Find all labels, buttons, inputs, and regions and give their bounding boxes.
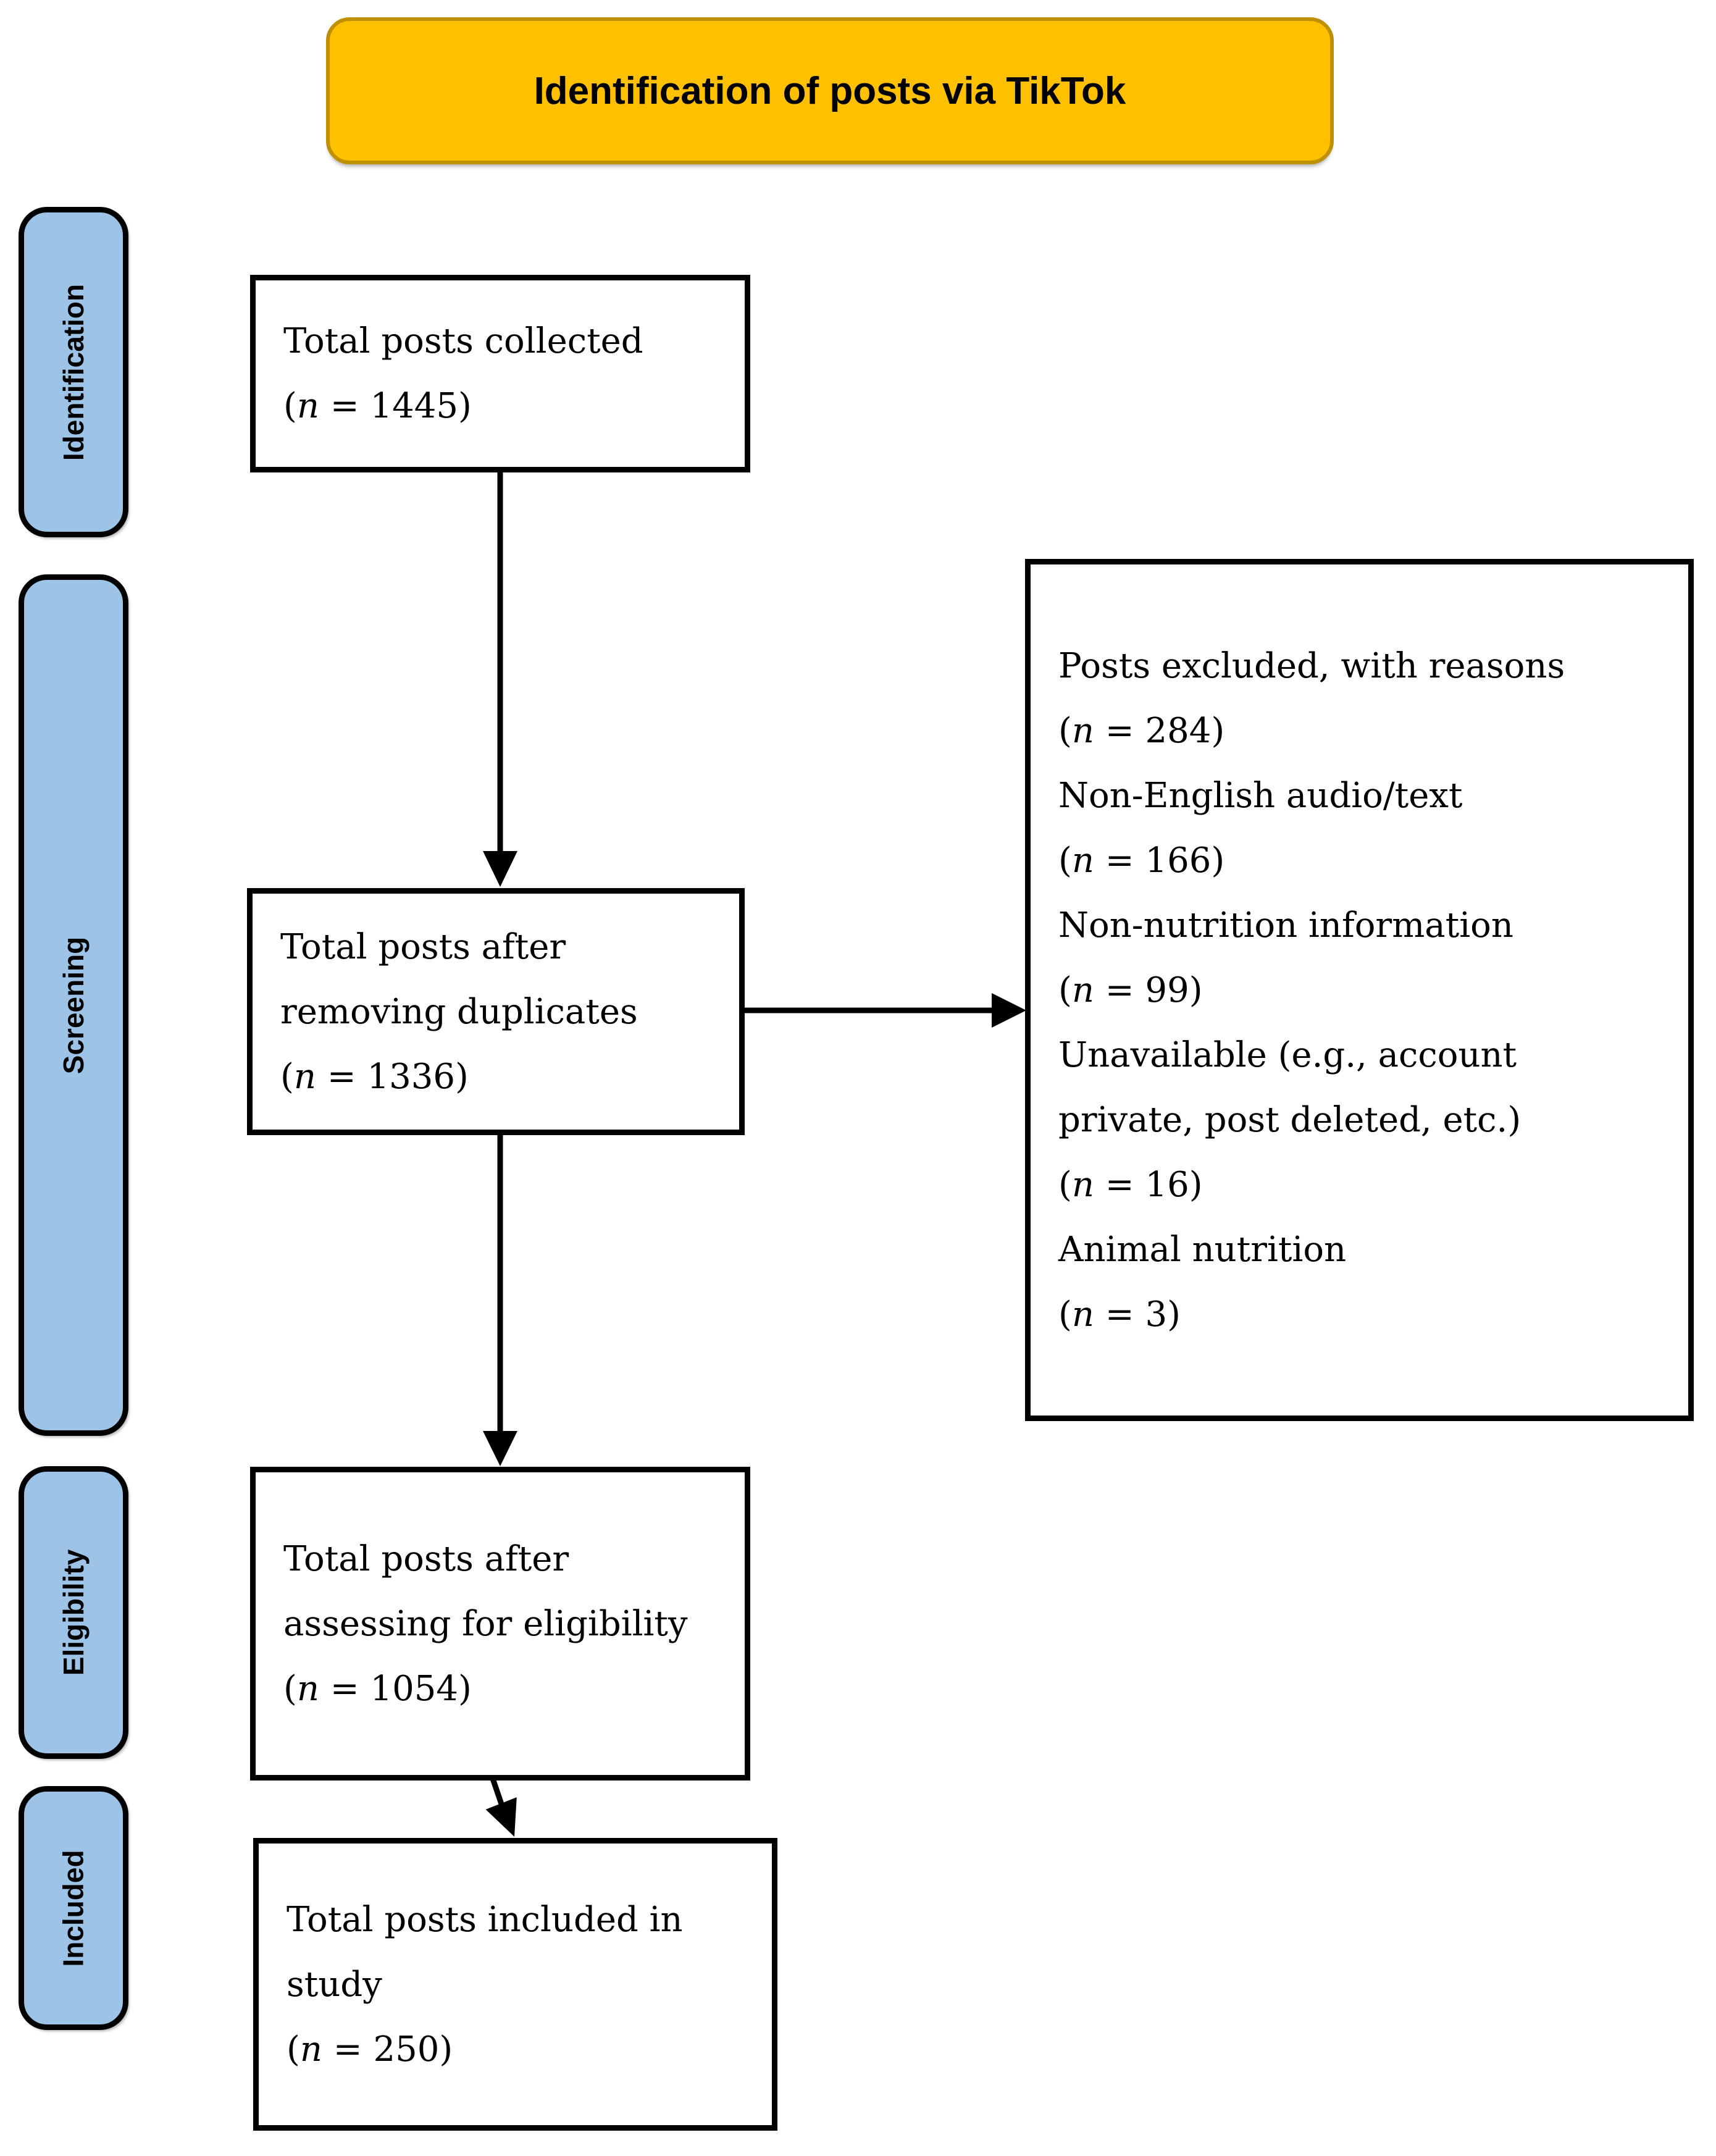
stage-label-eligibility: Eligibility [19, 1466, 128, 1759]
stage-label-identification: Identification [19, 207, 128, 537]
box-text-line: (n = 1445) [283, 386, 472, 426]
stage-label-included: Included [19, 1786, 128, 2030]
box-text-line: Posts excluded, with reasons [1058, 645, 1565, 686]
box-included-in-study: Total posts included in study (n = 250) [253, 1838, 777, 2131]
stage-label-text: Identification [57, 283, 90, 461]
box-text-line: (n = 1336) [280, 1056, 469, 1097]
stage-label-text: Eligibility [57, 1549, 90, 1676]
box-after-removing-duplicates: Total posts after removing duplicates (n =… [247, 888, 745, 1135]
box-text-line: (n = 166) [1058, 840, 1225, 881]
box-after-assessing-eligibility: Total posts after assessing for eligibili… [250, 1467, 750, 1781]
arrow-duplicates-to-eligibility [483, 1134, 517, 1466]
box-text-line: Total posts after [280, 926, 566, 967]
box-text-line: Animal nutrition [1058, 1229, 1347, 1270]
box-text-line: (n = 99) [1058, 970, 1203, 1010]
box-text-line: Unavailable (e.g., account [1058, 1034, 1517, 1075]
box-text-line: study [287, 1964, 382, 2005]
box-text-line: (n = 3) [1058, 1294, 1181, 1335]
arrow-eligibility-to-included [485, 1777, 517, 1837]
box-text-line: (n = 284) [1058, 710, 1225, 751]
box-text-line: removing duplicates [280, 991, 638, 1032]
box-text-line: (n = 16) [1058, 1164, 1203, 1205]
stage-label-text: Included [57, 1849, 90, 1967]
stage-label-screening: Screening [19, 574, 128, 1436]
box-text-line: Total posts included in [287, 1899, 683, 1940]
arrow-duplicates-to-excluded [745, 993, 1026, 1028]
box-posts-excluded-reasons: Posts excluded, with reasons (n = 284) Non… [1025, 559, 1694, 1421]
header-banner: Identification of posts via TikTok [326, 17, 1334, 164]
box-text-line: Total posts after [283, 1538, 569, 1579]
box-total-posts-collected: Total posts collected (n = 1445) [250, 275, 750, 472]
header-title: Identification of posts via TikTok [534, 69, 1126, 112]
box-text-line: Total posts collected [283, 321, 643, 361]
box-text-line: Non-nutrition information [1058, 905, 1513, 946]
box-text-line: (n = 1054) [283, 1668, 472, 1709]
stage-label-text: Screening [57, 936, 90, 1074]
arrow-collected-to-duplicates [483, 471, 517, 887]
box-text-line: Non-English audio/text [1058, 775, 1463, 816]
box-text-line: private, post deleted, etc.) [1058, 1099, 1521, 1140]
box-text-line: (n = 250) [287, 2029, 453, 2070]
box-text-line: assessing for eligibility [283, 1603, 688, 1644]
